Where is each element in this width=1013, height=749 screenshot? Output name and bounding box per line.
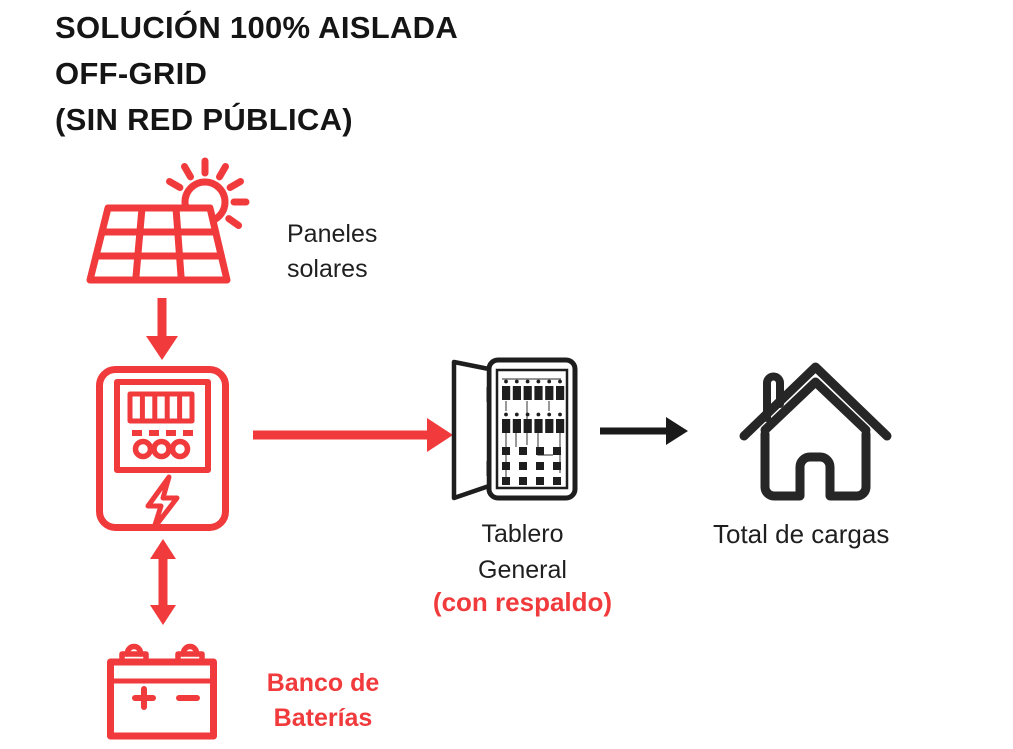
car-battery-icon <box>106 640 218 740</box>
loads-label: Total de cargas <box>713 519 890 549</box>
battery-label-line-1: Banco de <box>266 669 380 697</box>
title-line-1: SOLUCIÓN 100% AISLADA <box>55 10 459 45</box>
solar-panel-with-sun-icon <box>85 150 255 292</box>
board-label-line-2: General <box>478 556 567 584</box>
house-icon <box>738 356 893 504</box>
title-line-3: (SIN RED PÚBLICA) <box>55 102 353 137</box>
board-label-line-1: Tablero <box>481 520 564 548</box>
arrow-up-down-icon <box>148 539 178 625</box>
panels-label: Paneles solares <box>287 217 377 287</box>
board-label: Tablero General <box>430 516 615 588</box>
arrow-right-icon <box>253 418 453 452</box>
breaker-panel-cabinet-icon <box>448 355 580 507</box>
battery-label: Banco de Baterías <box>248 666 398 736</box>
inverter-charge-controller-icon <box>95 365 230 533</box>
board-backup-note: (con respaldo) <box>432 587 613 617</box>
battery-label-line-2: Baterías <box>273 704 373 732</box>
panels-label-line-1: Paneles <box>287 220 378 248</box>
diagram-title: SOLUCIÓN 100% AISLADA OFF-GRID (SIN RED … <box>55 5 458 143</box>
arrow-down-icon <box>146 298 178 360</box>
title-line-2: OFF-GRID <box>55 56 208 91</box>
arrow-right-icon <box>600 417 688 445</box>
panels-label-line-2: solares <box>287 255 368 283</box>
